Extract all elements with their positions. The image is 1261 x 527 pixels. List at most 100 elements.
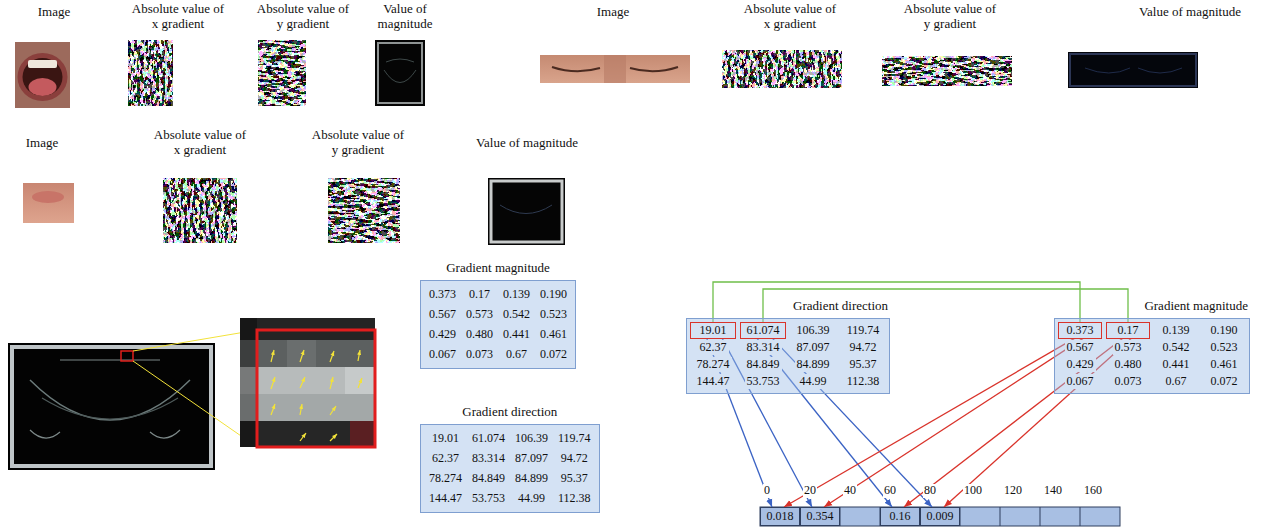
magnitude-image [8, 343, 215, 470]
vote-arrow [824, 338, 1084, 507]
zoom-frame [257, 330, 375, 447]
histogram-dividers [800, 507, 1080, 526]
table-cell: 0.567 [1065, 340, 1096, 355]
table-heading: Gradient magnitude [1142, 298, 1250, 314]
vote-arrow [904, 338, 1124, 507]
gradient-arrow [300, 433, 306, 441]
table-cell: 0.190 [538, 287, 569, 302]
table-cell: 106.39 [513, 431, 550, 446]
table-cell: 62.37 [430, 451, 461, 466]
table-cell: 87.097 [795, 340, 832, 355]
table-cell: 119.74 [845, 323, 882, 338]
table-cell: 0.072 [538, 347, 569, 362]
table-panel: Gradient direction106.39119.7462.3783.31… [686, 298, 890, 394]
y-gradient-image [258, 40, 306, 106]
zoom-cell [350, 421, 375, 447]
table-cell: 0.441 [501, 327, 532, 342]
table-cell: 0.67 [504, 347, 529, 362]
magnitude-edges [384, 59, 416, 83]
table-cell: 0.17 [1116, 323, 1141, 338]
table-cell: 0.567 [427, 307, 458, 322]
table-cell: 0.073 [1113, 374, 1144, 389]
table-cell: 0.67 [1164, 374, 1189, 389]
magnitude-frame [1070, 54, 1196, 86]
table-cell: 94.72 [559, 451, 590, 466]
bin-value: 0.16 [888, 509, 913, 524]
x-gradient-image [128, 40, 173, 106]
histogram-row [760, 507, 1120, 526]
table-cell: 94.72 [848, 340, 879, 355]
table-cell: 0.523 [538, 307, 569, 322]
x-gradient-colour [128, 40, 173, 106]
table-cell: 84.899 [795, 357, 832, 372]
table-cell: 84.849 [745, 357, 782, 372]
highlighted-cell: 0.17 [1107, 323, 1149, 338]
panel-caption: Image [12, 136, 72, 151]
table-cell: 19.01 [698, 323, 729, 338]
bin-label: 60 [883, 484, 897, 498]
table-cell: 0.373 [427, 287, 458, 302]
table-cell: 119.74 [556, 431, 593, 446]
y-gradient-colour [328, 178, 400, 243]
table-cell: 144.47 [427, 491, 464, 506]
eyes-photo [540, 55, 690, 83]
table-cell: 83.314 [470, 451, 507, 466]
lips [18, 53, 68, 101]
table-cell: 84.899 [513, 471, 550, 486]
table-cell: 0.17 [467, 287, 492, 302]
magnitude-edges [1085, 68, 1182, 73]
panel-caption: Absolute value of y gradient [255, 2, 352, 32]
table-heading: Gradient magnitude [444, 260, 552, 276]
table-cell: 0.073 [464, 347, 495, 362]
magnitude-image [1068, 52, 1198, 88]
y-gradient-colour [258, 40, 306, 106]
magnitude-frame [12, 347, 211, 466]
table-cell: 144.47 [695, 374, 732, 389]
table-cell: 61.074 [470, 431, 507, 446]
gradient-arrow [271, 350, 274, 362]
table-panel: Gradient magnitude 0.373 0.17 0.139 0.190 0.5… [420, 260, 576, 369]
panel-caption: Absolute value of x gradient [130, 2, 227, 32]
table-cell: 0.373 [1065, 323, 1096, 338]
table-cell: 0.573 [1113, 340, 1144, 355]
panel-caption: Absolute value of x gradient [742, 2, 839, 32]
mouth-edge [30, 380, 190, 420]
bin-value: 0.018 [765, 509, 796, 524]
zoom-cells [240, 318, 257, 447]
bin-label: 140 [1043, 484, 1063, 498]
table-cell: 95.37 [848, 357, 879, 372]
table-cell: 0.461 [538, 327, 569, 342]
table-cell: 0.139 [1161, 323, 1192, 338]
table-cell: 53.753 [745, 374, 782, 389]
highlighted-cell: 19.01 [691, 323, 735, 338]
table-body: 106.39119.7462.3783.31487.09794.7278.274… [686, 318, 890, 394]
bin-label: 120 [1003, 484, 1023, 498]
x-gradient-image [163, 178, 237, 243]
panel-caption: Value of magnitude [457, 136, 597, 151]
gradient-arrow [358, 378, 362, 388]
zoom-cells [240, 394, 375, 421]
vote-arrow [784, 338, 1076, 507]
closed-eye [552, 67, 600, 71]
teeth [28, 60, 57, 68]
bin-label: 80 [923, 484, 937, 498]
table-body: 0.1390.1900.5670.5730.5420.5230.4290.480… [1054, 318, 1250, 394]
zoom-cell [287, 340, 316, 367]
table-cell: 78.274 [695, 357, 732, 372]
mouth-edge [42, 398, 178, 419]
magnitude-edges [500, 205, 552, 214]
table-cell: 84.849 [470, 471, 507, 486]
magnitude-frame [378, 43, 422, 103]
table-cell: 0.429 [427, 327, 458, 342]
table-cell: 0.573 [464, 307, 495, 322]
table-cell: 106.39 [795, 323, 832, 338]
table-cell: 0.190 [1209, 323, 1240, 338]
table-cell: 0.072 [1209, 374, 1240, 389]
histogram-bin: 0.354 [800, 507, 840, 526]
table-cell: 0.139 [501, 287, 532, 302]
table-cell: 0.067 [1065, 374, 1096, 389]
table-heading: Gradient direction [791, 298, 890, 314]
table-cell: 112.38 [845, 374, 882, 389]
